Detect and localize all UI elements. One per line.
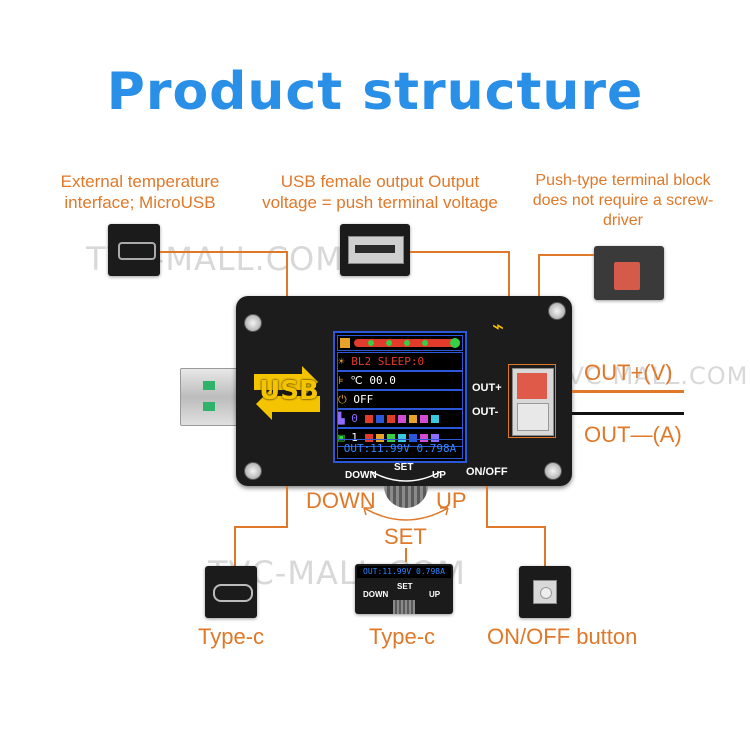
screw-icon — [548, 302, 566, 320]
type-c-left-label: Type-c — [198, 624, 265, 649]
ext-temp-label: External temperature interface; MicroUSB — [40, 171, 240, 213]
thumb-down-label: DOWN — [363, 590, 389, 599]
board-out-plus-label: OUT+ — [472, 382, 502, 394]
thumb-readout: OUT:11.99V 0.798A — [357, 566, 451, 578]
lcd-output-readout: OUT:11.99V 0.798A — [337, 439, 463, 459]
screw-icon — [244, 462, 262, 480]
type-c-port-icon — [213, 584, 253, 602]
lcd-power-text: OFF — [353, 393, 374, 406]
terminal-label-line1: Push-type terminal block — [535, 172, 711, 189]
lcd-sleep-text: BL2 SLEEP:0 — [351, 355, 425, 368]
screw-icon — [244, 314, 262, 332]
usb-symbol-icon: ⌁ — [492, 316, 505, 338]
lcd-temp-text: ℃ 00.0 — [350, 374, 396, 387]
microusb-port-icon — [118, 242, 156, 260]
out-plus-wire — [572, 390, 684, 393]
terminal-block-thumbnail — [594, 246, 664, 300]
up-label: UP — [436, 488, 467, 513]
out-minus-label: OUT—(A) — [584, 422, 682, 447]
usb-output-label: USB female output Output voltage = push … — [240, 171, 520, 213]
thumb-up-label: UP — [429, 590, 441, 599]
terminal-label-line2: does not require a screw- — [532, 192, 714, 209]
sun-icon: ☀ — [338, 355, 345, 368]
set-arc-icon — [371, 471, 441, 482]
terminal-highlight-box — [508, 364, 556, 438]
usb-output-label-line2: voltage = push terminal voltage — [262, 193, 498, 212]
usb-logo-icon — [254, 366, 320, 420]
watermark: TVC-MALL.COM — [552, 362, 749, 390]
lcd-row-temp: ⊧ ℃ 00.0 — [337, 371, 463, 390]
lcd-row-group-1: ▣ 1 — [337, 428, 463, 447]
board-set-label: SET — [394, 462, 414, 473]
lcd-display: ☀ BL2 SLEEP:0 ⊧ ℃ 00.0 ⏻ OFF ▙ 0 ▣ 1 OUT… — [333, 331, 467, 463]
ext-temp-label-line2: interface; MicroUSB — [64, 193, 216, 212]
ext-temp-label-line1: External temperature — [60, 172, 220, 191]
usb-a-plug — [180, 368, 242, 426]
page-title: Product structure — [106, 62, 644, 122]
rotate-arrows-icon — [363, 507, 449, 521]
terminal-label-line3: driver — [602, 212, 643, 229]
usb-female-port-icon — [348, 236, 404, 264]
lcd-row-power: ⏻ OFF — [337, 390, 463, 409]
rotary-encoder-knob[interactable] — [384, 486, 428, 508]
board-onoff-label: ON/OFF — [466, 466, 508, 478]
lcd-closeup-thumbnail: OUT:11.99V 0.798A DOWN SET UP — [355, 564, 453, 614]
check-box-icon: ▣ — [338, 431, 345, 444]
screw-icon — [544, 462, 562, 480]
brightness-icon — [340, 338, 350, 348]
lcd-level-bar — [337, 335, 463, 351]
board-up-label: UP — [432, 470, 446, 481]
type-c-thumbnail — [205, 566, 257, 618]
push-button-icon — [533, 580, 557, 604]
push-terminal-icon — [614, 262, 640, 290]
out-minus-wire — [572, 412, 684, 415]
power-icon: ⏻ — [338, 393, 347, 406]
onoff-button-thumbnail — [519, 566, 571, 618]
board-usb-logo-text: USB — [259, 376, 319, 406]
microusb-thumbnail — [108, 224, 160, 276]
bracket-icon: ▙ — [338, 412, 345, 425]
terminal-block-label: Push-type terminal block does not requir… — [518, 171, 728, 231]
thumb-knob-icon — [393, 600, 415, 614]
onoff-button-label: ON/OFF button — [487, 624, 638, 649]
lcd-row-group-0: ▙ 0 — [337, 409, 463, 428]
thumb-set-label: SET — [397, 582, 413, 591]
thermometer-icon: ⊧ — [338, 374, 344, 387]
set-label: SET — [384, 524, 427, 549]
out-plus-label: OUT+(V) — [584, 360, 673, 385]
usb-female-thumbnail — [340, 224, 410, 276]
board-down-label: DOWN — [345, 470, 377, 481]
type-c-mid-label: Type-c — [369, 624, 436, 649]
usb-output-label-line1: USB female output Output — [280, 172, 480, 191]
board-out-minus-label: OUT- — [472, 406, 499, 418]
lcd-row-sleep: ☀ BL2 SLEEP:0 — [337, 352, 463, 371]
push-terminal-block[interactable] — [512, 368, 554, 436]
